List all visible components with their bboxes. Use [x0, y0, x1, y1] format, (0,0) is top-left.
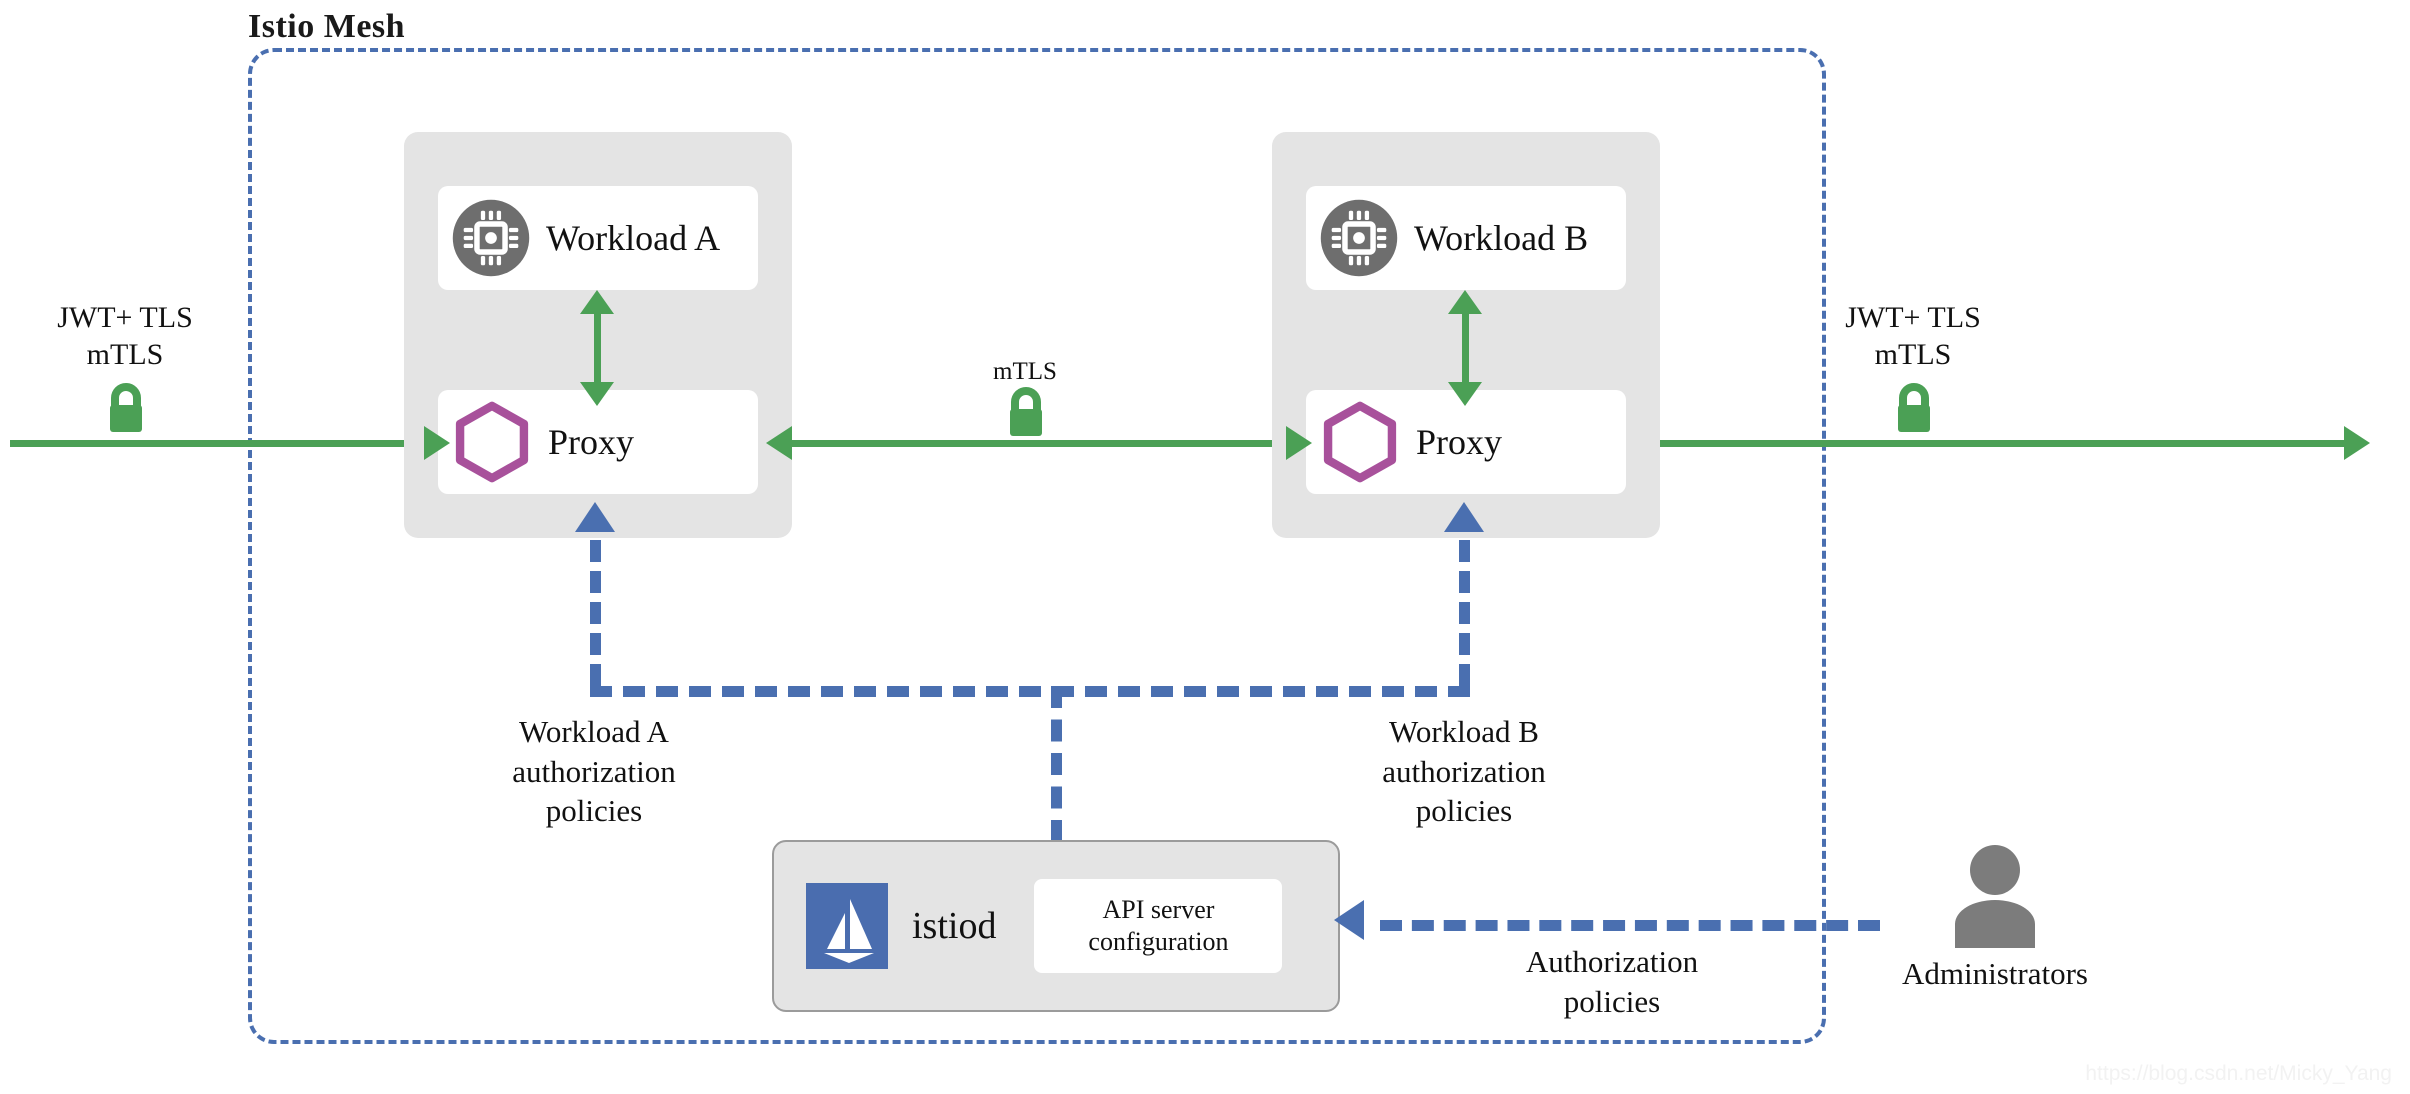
- pod-workload-b: Workload B Proxy: [1272, 132, 1660, 538]
- policy-line-to-istiod: [1051, 686, 1062, 842]
- administrators-group: Administrators: [1880, 842, 2110, 992]
- admin-policy-label: Authorization policies: [1525, 944, 1699, 1019]
- policy-arrow-a: [575, 502, 615, 532]
- egress-arrowhead: [2344, 426, 2370, 460]
- admin-policy-arrow: [1334, 900, 1364, 940]
- ingress-arrowhead: [424, 426, 450, 460]
- cpu-chip-icon: [1320, 199, 1398, 277]
- proxy-b-label: Proxy: [1416, 422, 1503, 462]
- apiserver-configuration-card[interactable]: API server configuration: [1034, 879, 1283, 973]
- workload-a-proxy-link: [594, 312, 601, 384]
- proxy-b-card[interactable]: Proxy: [1306, 390, 1626, 494]
- workload-a-link-arrow-down: [580, 382, 614, 406]
- egress-traffic-label: JWT+ TLS mTLS: [1845, 301, 1981, 371]
- istiod-box[interactable]: istiod API server configuration: [772, 840, 1340, 1012]
- cpu-chip-icon: [452, 199, 530, 277]
- proxy-a-card[interactable]: Proxy: [438, 390, 758, 494]
- hexagon-icon: [450, 400, 534, 484]
- workload-b-card[interactable]: Workload B: [1306, 186, 1626, 290]
- proxy-a-label: Proxy: [548, 422, 635, 462]
- workload-b-proxy-link: [1462, 312, 1469, 384]
- padlock-icon: [102, 380, 150, 436]
- policy-line-b-vertical: [1459, 540, 1470, 686]
- workload-a-card[interactable]: Workload A: [438, 186, 758, 290]
- istiod-label: istiod: [912, 905, 997, 947]
- workload-b-policy-label: Workload B authorization policies: [1382, 714, 1546, 829]
- inter-proxy-arrowhead-right: [1286, 426, 1312, 460]
- administrators-label: Administrators: [1902, 956, 2088, 991]
- istio-mesh-boundary: [248, 48, 1826, 1044]
- admin-policy-line: [1380, 920, 1880, 931]
- egress-flow-line: [1630, 440, 2350, 447]
- workload-b-link-arrow-up: [1448, 290, 1482, 314]
- workload-a-policy-label: Workload A authorization policies: [512, 714, 676, 829]
- policy-line-horizontal: [590, 686, 1470, 697]
- inter-proxy-flow-line: [770, 440, 1300, 447]
- padlock-icon: [1890, 380, 1938, 436]
- watermark: https://blog.csdn.net/Micky_Yang: [2085, 1062, 2392, 1085]
- istio-mesh-title: Istio Mesh: [248, 8, 414, 46]
- ingress-flow-line: [10, 440, 430, 447]
- workload-a-link-arrow-up: [580, 290, 614, 314]
- hexagon-icon: [1318, 400, 1402, 484]
- istio-sail-icon: [806, 883, 888, 969]
- inter-proxy-arrowhead-left: [766, 426, 792, 460]
- workload-b-link-arrow-down: [1448, 382, 1482, 406]
- workload-a-label: Workload A: [546, 218, 721, 258]
- padlock-icon: [1002, 384, 1050, 440]
- policy-line-a-vertical: [590, 540, 601, 686]
- internal-mtls-label: mTLS: [993, 358, 1057, 385]
- workload-b-label: Workload B: [1414, 218, 1589, 258]
- person-icon: [1955, 845, 2035, 948]
- policy-arrow-b: [1444, 502, 1484, 532]
- pod-workload-a: Workload A Proxy: [404, 132, 792, 538]
- ingress-traffic-label: JWT+ TLS mTLS: [57, 301, 193, 371]
